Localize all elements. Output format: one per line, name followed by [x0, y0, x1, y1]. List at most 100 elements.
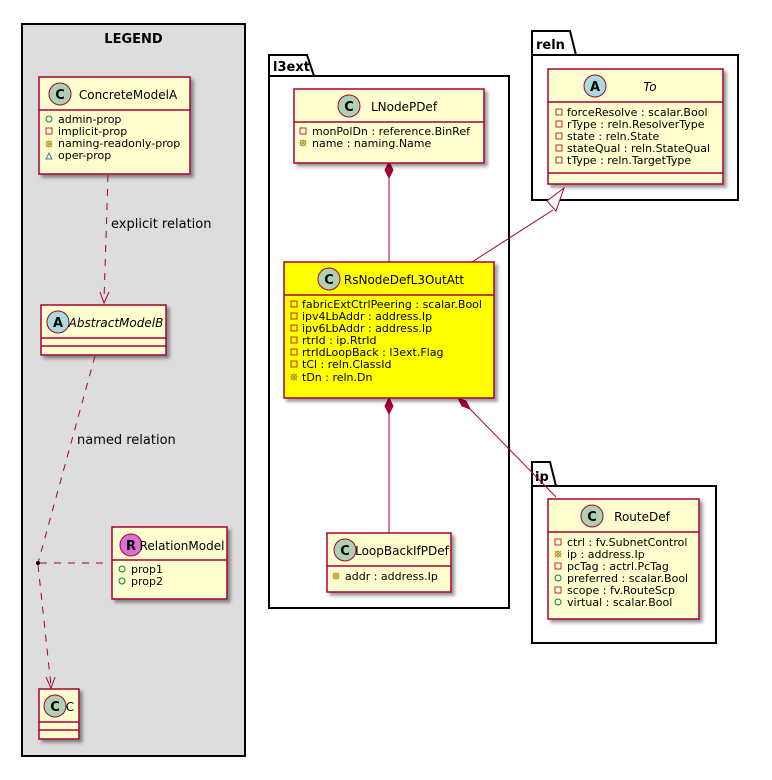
prop-text: oper-prop — [58, 149, 111, 162]
stereotype-letter: C — [344, 100, 354, 115]
visibility-private-icon — [290, 360, 298, 368]
prop-text: naming-readonly-prop — [58, 137, 180, 150]
attr-text: tDn : reln.Dn — [302, 371, 372, 384]
visibility-private-icon — [554, 562, 562, 570]
stereotype-circle-c — [333, 538, 357, 562]
visibility-public-icon — [554, 598, 562, 606]
class-box — [326, 532, 452, 593]
attr-text: tCl : reln.ClassId — [302, 358, 392, 371]
attr-rtrid: rtrId : ip.RtrId — [290, 334, 377, 347]
arrow-head — [45, 676, 56, 690]
class-box — [547, 498, 700, 620]
visibility-private-icon — [555, 132, 563, 140]
stereotype-letter: C — [324, 273, 334, 288]
legend-panel: LEGEND C ConcreteModelA admin-prop impli… — [21, 23, 246, 757]
visibility-private-icon — [290, 348, 298, 356]
inheritance-triangle — [546, 186, 566, 212]
prop-oper: oper-prop — [45, 149, 111, 162]
attr-text: pcTag : actrl.PcTag — [567, 560, 669, 573]
package-name: reln — [536, 38, 565, 53]
visibility-private-icon — [299, 127, 307, 135]
attr-text: monPolDn : reference.BinRef — [312, 125, 471, 138]
visibility-private-icon — [554, 586, 562, 594]
composition-diamond — [456, 397, 472, 410]
prop-text: prop1 — [131, 563, 163, 576]
attr-text: preferred : scalar.Bool — [567, 572, 688, 585]
explicit-relation-label: explicit relation — [111, 217, 211, 232]
attr-forceresolve: forceResolve : scalar.Bool — [555, 106, 708, 119]
attr-ctrl: ctrl : fv.SubnetControl — [554, 536, 687, 549]
class-name: RsNodeDefL3OutAtt — [344, 273, 465, 287]
visibility-public-icon — [118, 565, 126, 573]
arrow-head — [99, 291, 110, 305]
attr-ttype: tType : reln.TargetType — [555, 154, 691, 167]
class-rsnodedefl3outatt: C RsNodeDefL3OutAtt fabricExtCtrlPeering… — [283, 261, 495, 399]
class-name: C — [66, 700, 74, 714]
attr-statequal: stateQual : reln.StateQual — [555, 142, 710, 155]
prop-prop1: prop1 — [118, 563, 163, 576]
visibility-protected-icon — [45, 140, 53, 148]
attr-text: forceResolve : scalar.Bool — [567, 106, 708, 119]
package-name: l3ext — [273, 60, 310, 75]
prop-text: prop2 — [131, 575, 163, 588]
prop-text: admin-prop — [58, 113, 121, 126]
class-name: LoopBackIfPDef — [355, 544, 450, 558]
explicit-relation-edge — [103, 174, 109, 301]
visibility-protected-icon — [332, 572, 340, 580]
stereotype-circle-c — [43, 694, 67, 718]
visibility-private-icon — [555, 120, 563, 128]
visibility-public-icon — [45, 115, 53, 123]
class-routedef: C RouteDef ctrl : fv.SubnetControl ip : … — [547, 498, 700, 620]
attr-scope: scope : fv.RouteScp — [554, 584, 675, 597]
class-name: RelationModel — [140, 539, 225, 553]
attr-text: virtual : scalar.Bool — [567, 596, 672, 609]
legend-title: LEGEND — [104, 32, 163, 47]
attr-text: ipv6LbAddr : address.Ip — [302, 322, 432, 335]
class-name: RouteDef — [614, 510, 670, 524]
attr-text: stateQual : reln.StateQual — [567, 142, 710, 155]
attr-ip: ip : address.Ip — [554, 548, 645, 561]
stereotype-letter: C — [340, 544, 350, 559]
prop-text: implicit-prop — [58, 125, 127, 138]
visibility-private-icon — [290, 336, 298, 344]
attr-pctag: pcTag : actrl.PcTag — [554, 560, 669, 573]
named-relation-label: named relation — [77, 433, 176, 448]
composition-edge-routedef — [467, 406, 557, 498]
attr-monpoldn: monPolDn : reference.BinRef — [299, 125, 471, 138]
attr-tdn: tDn : reln.Dn — [290, 371, 372, 384]
stereotype-letter: C — [587, 510, 597, 525]
visibility-private-icon — [555, 108, 563, 116]
visibility-private-icon — [290, 312, 298, 320]
stereotype-circle-a — [46, 310, 70, 334]
visibility-protected-icon — [554, 550, 562, 558]
association-point — [36, 561, 40, 565]
stereotype-circle-a — [583, 74, 607, 98]
legend-c-class: C C — [38, 688, 80, 740]
attr-text: name : naming.Name — [312, 137, 432, 150]
stereotype-letter: C — [50, 700, 60, 715]
stereotype-letter: R — [126, 539, 136, 554]
visibility-protected-icon — [299, 139, 307, 147]
composition-diamond — [384, 396, 394, 416]
stereotype-circle-c — [580, 504, 604, 528]
attr-tcl: tCl : reln.ClassId — [290, 358, 392, 371]
class-box — [547, 68, 724, 185]
class-name: AbstractModelB — [68, 316, 164, 330]
attr-ipv6lbaddr: ipv6LbAddr : address.Ip — [290, 322, 432, 335]
named-relation-edge-lower — [37, 564, 52, 687]
composition-diamond — [384, 160, 394, 180]
visibility-package-icon — [45, 151, 53, 160]
legend-relation-model: R RelationModel prop1 prop2 — [111, 526, 228, 600]
prop-implicit: implicit-prop — [45, 125, 127, 138]
visibility-private-icon — [554, 538, 562, 546]
stereotype-letter: C — [55, 88, 65, 103]
attr-name: name : naming.Name — [299, 137, 432, 150]
attr-text: state : reln.State — [567, 130, 659, 143]
inheritance-edge-to — [471, 209, 554, 263]
attr-text: ipv4LbAddr : address.Ip — [302, 310, 432, 323]
attr-rtridloopback: rtrIdLoopBack : l3ext.Flag — [290, 346, 443, 359]
visibility-private-icon — [290, 300, 298, 308]
class-loopbackifpdef: C LoopBackIfPDef addr : address.Ip — [326, 532, 452, 593]
attr-text: rType : reln.ResolverType — [567, 118, 705, 131]
